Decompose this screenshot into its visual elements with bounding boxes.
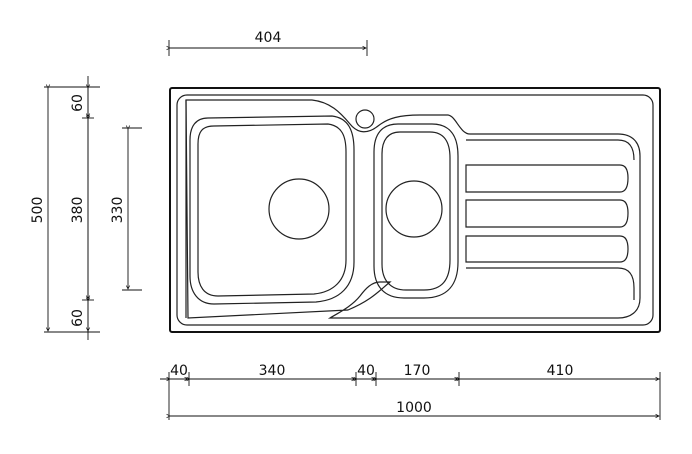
dim-bottom-1000: 1000: [170, 400, 659, 416]
drainer-grooves: [465, 139, 635, 300]
sink-rim: [176, 94, 654, 326]
dim-label-1000: 1000: [396, 400, 432, 416]
large-bowl: [189, 115, 355, 305]
small-bowl-outer: [373, 123, 459, 299]
drainer-bottom-ridge: [466, 267, 635, 300]
sink-outer-frame: [169, 87, 661, 333]
sink-outline: [169, 87, 661, 333]
dim-bottom-segments: 40 340 40 170 410: [160, 363, 661, 420]
drainer-groove-3: [465, 235, 629, 263]
tap-hole-icon: [355, 109, 375, 129]
drainer-top-ridge: [466, 139, 635, 161]
dim-label-top-60: 60: [70, 94, 86, 112]
dim-label-170: 170: [404, 363, 431, 379]
dim-left-500: 500: [30, 87, 100, 333]
dim-label-500: 500: [30, 197, 46, 224]
dim-left-330: 330: [110, 128, 142, 291]
dim-label-40-left: 40: [170, 363, 188, 379]
dim-label-330: 330: [110, 197, 126, 224]
dim-label-340: 340: [259, 363, 286, 379]
small-bowl: [373, 123, 459, 299]
dim-label-410: 410: [547, 363, 574, 379]
drainer-groove-2: [465, 199, 629, 228]
dim-top-404: 404: [169, 30, 368, 56]
large-bowl-drain-icon: [268, 178, 330, 240]
dim-left-stack: 60 380 60: [70, 76, 94, 340]
large-bowl-inner: [197, 123, 347, 297]
dim-label-40-mid: 40: [357, 363, 375, 379]
large-bowl-outer: [189, 115, 355, 305]
small-bowl-inner: [381, 131, 451, 291]
sink-deck-contour: [185, 99, 641, 319]
drainer-groove-1: [465, 164, 629, 193]
small-bowl-drain-icon: [385, 180, 443, 238]
dim-label-404: 404: [255, 30, 282, 46]
dim-label-380: 380: [70, 197, 86, 224]
dim-label-bottom-60: 60: [70, 309, 86, 327]
